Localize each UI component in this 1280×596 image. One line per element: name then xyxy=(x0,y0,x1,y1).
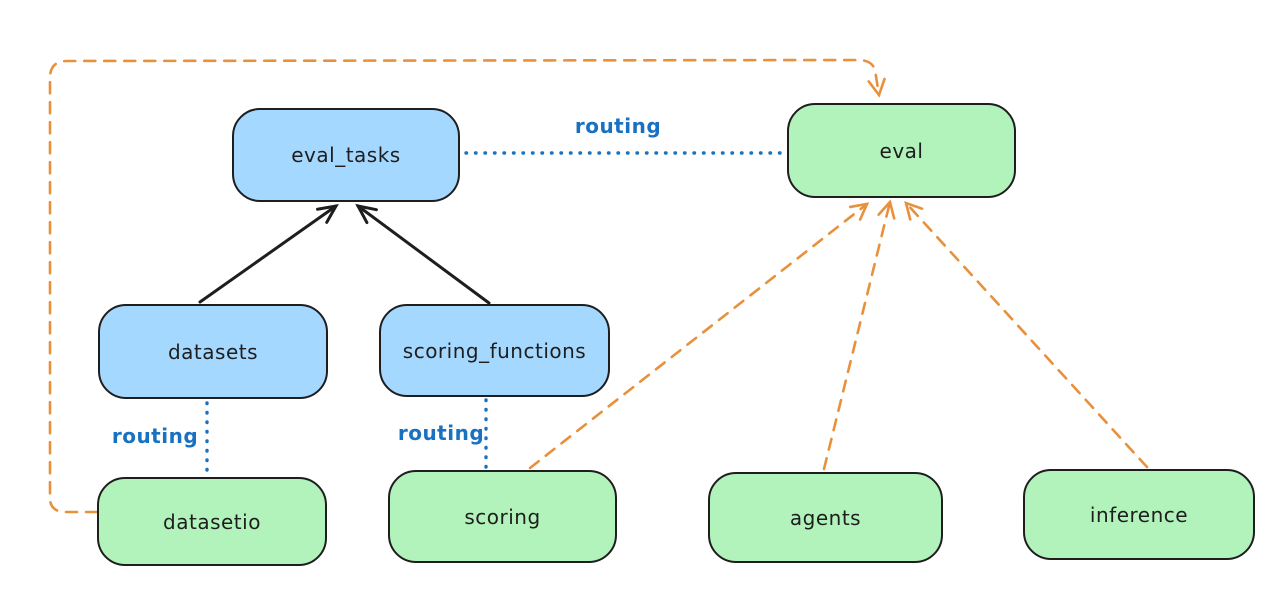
node-agents-label: agents xyxy=(789,505,862,530)
node-scoring-label: scoring xyxy=(464,504,541,529)
edge-datasets-to-eval-tasks-arrow xyxy=(198,203,339,304)
node-datasets: datasets xyxy=(98,304,328,399)
node-inference-label: inference xyxy=(1089,502,1189,527)
edge-label-routing-mid: routing xyxy=(397,421,485,445)
node-datasetio: datasetio xyxy=(97,477,327,566)
node-eval-tasks-label: eval_tasks xyxy=(291,143,401,167)
node-inference: inference xyxy=(1023,469,1255,560)
node-agents: agents xyxy=(708,472,943,563)
node-datasetio-label: datasetio xyxy=(163,509,261,534)
node-eval: eval xyxy=(787,103,1016,198)
node-eval-tasks: eval_tasks xyxy=(232,108,460,202)
node-datasets-label: datasets xyxy=(167,339,259,364)
edge-agents-to-eval-dashed-arrow xyxy=(822,199,896,471)
node-eval-label: eval xyxy=(879,138,924,163)
node-scoring-functions: scoring_functions xyxy=(379,304,610,397)
edge-label-routing-left: routing xyxy=(111,424,199,448)
edge-datasetio-to-eval-dashed-arrow xyxy=(48,58,886,514)
edge-scoring-to-eval-dashed-arrow xyxy=(528,202,870,470)
edge-label-routing-top: routing xyxy=(574,114,662,138)
node-scoring: scoring xyxy=(388,470,617,563)
edge-inference-to-eval-dashed-arrow xyxy=(904,200,1149,469)
edge-scoring-functions-to-eval-tasks-arrow xyxy=(355,203,491,305)
node-scoring-functions-label: scoring_functions xyxy=(402,338,587,363)
